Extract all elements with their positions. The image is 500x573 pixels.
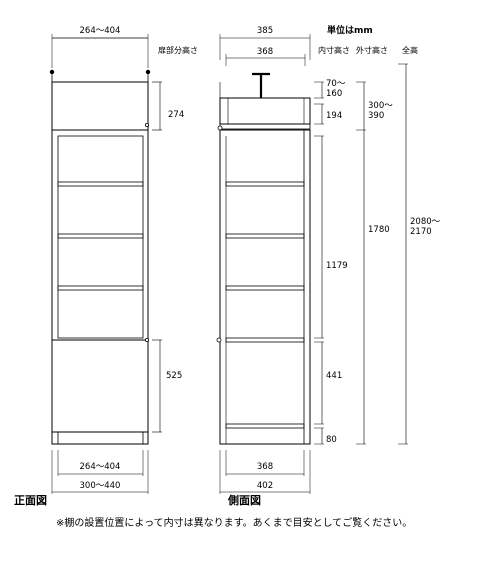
side-gap-height: 70～160 [326,79,346,99]
side-inner-depth-top: 368 [257,47,273,57]
side-total-height: 2080～2170 [410,217,441,237]
side-top-depth: 385 [257,26,273,36]
side-view-title: 側面図 [227,493,261,507]
side-upper-inner-height: 194 [326,111,342,121]
footnote: ※棚の設置位置によって内寸は異なります。あくまで目安としてご覧ください。 [56,516,412,529]
total-height-header: 全高 [402,45,418,55]
side-outer-depth-bottom: 402 [257,481,273,491]
side-outer-height-main: 1780 [368,225,390,235]
side-inner-depth-bottom: 368 [257,462,273,472]
front-lower-door-height: 525 [166,371,182,381]
side-outer-height-upper: 300～390 [368,101,393,121]
side-base-height: 80 [326,435,337,445]
side-middle-inner-height: 1179 [326,261,348,271]
front-outer-width: 300～440 [80,481,121,491]
side-lower-inner-height: 441 [326,371,342,381]
side-view [216,34,408,494]
front-top-width-label: 264～404 [80,26,121,36]
outer-height-header: 外寸高さ [356,45,388,55]
front-upper-door-height: 274 [168,110,184,120]
front-view [49,34,162,494]
front-view-title: 正面図 [14,493,47,507]
unit-label: 単位はmm [327,24,373,36]
front-inner-width: 264～404 [80,462,121,472]
front-door-height-header: 扉部分高さ [158,45,198,55]
inner-height-header: 内寸高さ [318,45,350,55]
